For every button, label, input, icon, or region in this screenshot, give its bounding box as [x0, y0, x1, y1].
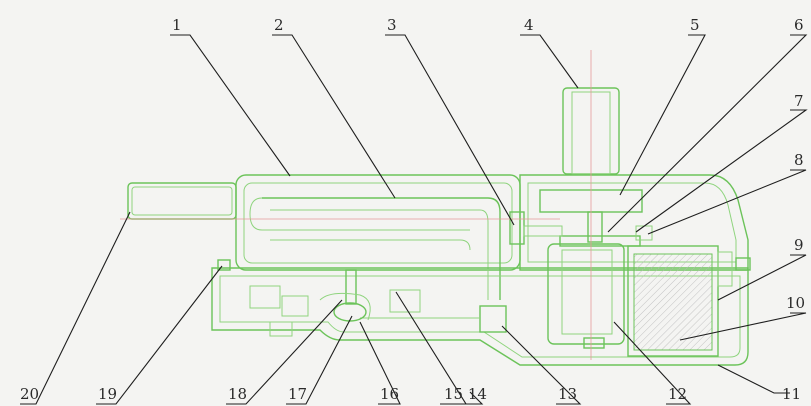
leader-5: [619, 34, 706, 196]
right-housing-inner: [527, 182, 737, 263]
label-19: 19: [98, 385, 117, 403]
inlet-tube: [127, 182, 237, 220]
block-b: [281, 295, 309, 317]
right-housing: [519, 174, 749, 271]
solenoid-cap: [583, 337, 605, 349]
label-3: 3: [387, 16, 397, 34]
upper-housing: [235, 174, 521, 271]
leader-4: [520, 34, 579, 89]
label-8: 8: [794, 151, 804, 169]
leader-3: [385, 34, 515, 226]
label-9: 9: [794, 236, 804, 254]
leader-12: [613, 321, 692, 405]
leader-20: [20, 211, 131, 405]
label-15-14: 15 14: [444, 385, 487, 403]
label-5: 5: [690, 16, 700, 34]
leader-6: [607, 34, 808, 233]
valve-seat: [559, 235, 641, 247]
center-lines: [120, 50, 592, 360]
label-4: 4: [524, 16, 534, 34]
label-6: 6: [794, 16, 804, 34]
leader-2: [272, 34, 396, 199]
leader-16: [359, 321, 401, 405]
label-2: 2: [274, 16, 284, 34]
leader-17: [286, 315, 353, 405]
valve-stem: [587, 211, 603, 243]
leader-13: [501, 325, 582, 405]
mount-ear: [217, 259, 231, 271]
block-c: [389, 289, 421, 313]
pin: [345, 269, 357, 305]
mount-ear-right: [735, 257, 751, 271]
label-11: 11: [782, 385, 801, 403]
label-20: 20: [20, 385, 39, 403]
pin-head: [333, 302, 367, 322]
nut: [479, 305, 507, 333]
upper-housing-inner: [243, 182, 513, 264]
lower-housing: [211, 267, 749, 366]
channel-loop: [249, 197, 470, 231]
block-d: [269, 321, 293, 337]
leader-1: [170, 34, 291, 177]
block-a: [249, 285, 281, 309]
inlet-tube-inner: [131, 186, 233, 216]
channel-outer: [262, 197, 501, 300]
label-16: 16: [380, 385, 399, 403]
label-10: 10: [786, 294, 805, 312]
channel-inner: [270, 209, 489, 300]
part-numbers: 1 2 3 4 5 6 7 8 9 10 11 12 13 15 14 16 1…: [20, 16, 805, 403]
clip-right: [717, 251, 733, 287]
label-1: 1: [172, 16, 182, 34]
label-12: 12: [668, 385, 687, 403]
label-18: 18: [228, 385, 247, 403]
leader-19: [96, 265, 223, 405]
device-body: [127, 87, 751, 366]
lower-housing-inner: [219, 275, 741, 358]
label-17: 17: [288, 385, 307, 403]
label-13: 13: [558, 385, 577, 403]
leader-11: [717, 364, 790, 394]
leader-9: [717, 254, 807, 301]
leader-lines: [20, 34, 808, 405]
leader-7: [635, 109, 808, 233]
seal-ring: [319, 292, 371, 321]
screw-tab: [523, 225, 563, 237]
label-7: 7: [794, 92, 804, 110]
solenoid-case: [547, 243, 625, 345]
magnet-core: [633, 253, 713, 351]
leader-8: [647, 169, 807, 235]
leader-10: [679, 312, 807, 341]
leader-18: [226, 299, 343, 405]
leader-14: [466, 391, 484, 405]
channel-loop-2: [270, 239, 471, 251]
solenoid-core: [561, 249, 613, 335]
magnet-block: [627, 245, 719, 357]
